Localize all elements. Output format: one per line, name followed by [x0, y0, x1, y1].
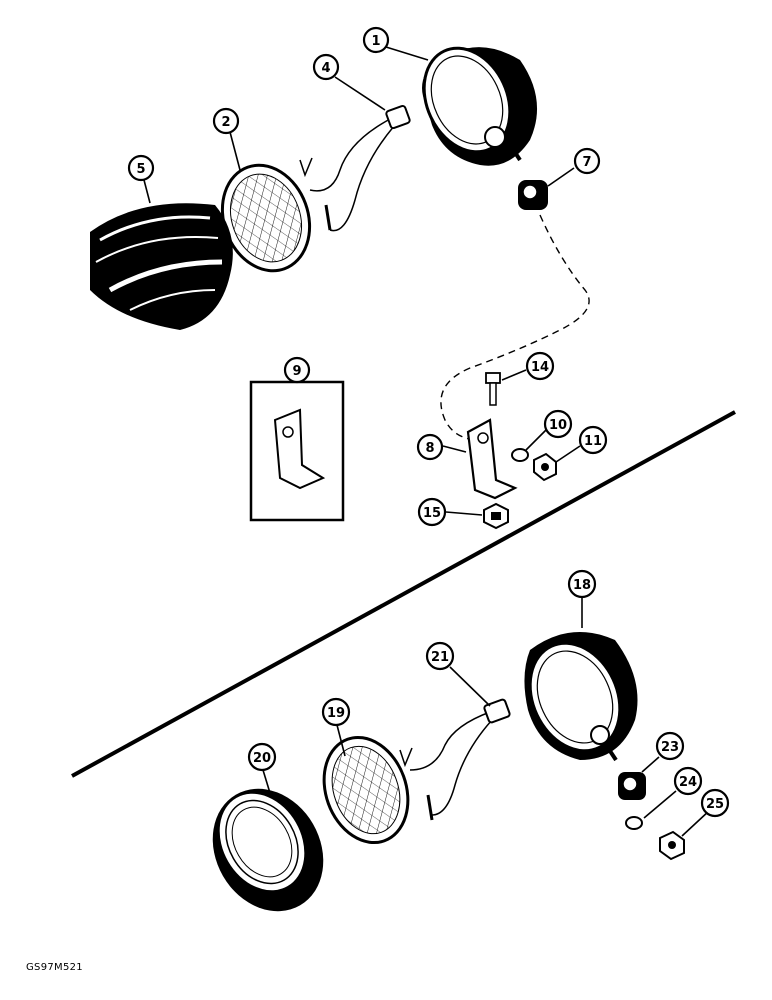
lamp-housing-upper — [422, 46, 538, 166]
mounting-bracket — [466, 418, 518, 500]
svg-text:14: 14 — [531, 360, 549, 375]
sealed-beam-upper — [220, 163, 312, 273]
callout-7: 7 — [573, 147, 601, 175]
wiring-harness-upper — [299, 104, 411, 232]
callout-1: 1 — [362, 26, 390, 54]
callout-25: 25 — [700, 788, 730, 818]
callout-9: 9 — [283, 356, 311, 384]
svg-text:9: 9 — [292, 364, 301, 379]
divider-line — [71, 410, 736, 778]
callout-21: 21 — [425, 641, 455, 671]
bolt-14 — [485, 372, 501, 406]
svg-text:5: 5 — [136, 162, 145, 177]
callout-8: 8 — [416, 433, 444, 461]
svg-text:4: 4 — [321, 61, 330, 76]
svg-text:11: 11 — [584, 434, 602, 449]
assembly-dashed-line — [440, 214, 590, 441]
callout-19: 19 — [321, 697, 351, 727]
svg-text:15: 15 — [423, 506, 441, 521]
svg-text:23: 23 — [661, 740, 679, 755]
nut-7 — [518, 180, 548, 210]
svg-text:25: 25 — [706, 797, 724, 812]
svg-text:10: 10 — [549, 418, 567, 433]
callout-15: 15 — [417, 497, 447, 527]
svg-text:24: 24 — [679, 775, 697, 790]
callout-10: 10 — [543, 409, 573, 439]
sealed-beam-lower — [322, 735, 410, 845]
svg-text:8: 8 — [425, 441, 434, 456]
lamp-door-lower — [212, 788, 324, 912]
svg-text:19: 19 — [327, 706, 345, 721]
callout-14: 14 — [525, 351, 555, 381]
callout-24: 24 — [673, 766, 703, 796]
lamp-door-upper — [90, 203, 233, 330]
svg-text:7: 7 — [582, 155, 591, 170]
callout-20: 20 — [247, 742, 277, 772]
svg-text:2: 2 — [221, 115, 230, 130]
wiring-harness-lower — [399, 698, 511, 821]
nut-11 — [533, 452, 557, 482]
nut-23 — [618, 772, 646, 800]
svg-text:21: 21 — [431, 650, 449, 665]
callout-2: 2 — [212, 107, 240, 135]
figure-code: GS97M521 — [26, 962, 83, 973]
nut-15 — [483, 502, 509, 530]
svg-text:18: 18 — [573, 578, 591, 593]
svg-text:1: 1 — [371, 34, 380, 49]
callout-11: 11 — [578, 425, 608, 455]
svg-text:20: 20 — [253, 751, 271, 766]
inset-box — [249, 380, 345, 522]
lock-washer-10 — [511, 448, 529, 462]
nut-25 — [659, 830, 685, 861]
lamp-housing-lower — [524, 632, 638, 762]
callout-5: 5 — [127, 154, 155, 182]
lock-washer-24 — [625, 816, 643, 830]
callout-4: 4 — [312, 53, 340, 81]
leader-lines — [143, 46, 711, 837]
callout-18: 18 — [567, 569, 597, 599]
callout-23: 23 — [655, 731, 685, 761]
